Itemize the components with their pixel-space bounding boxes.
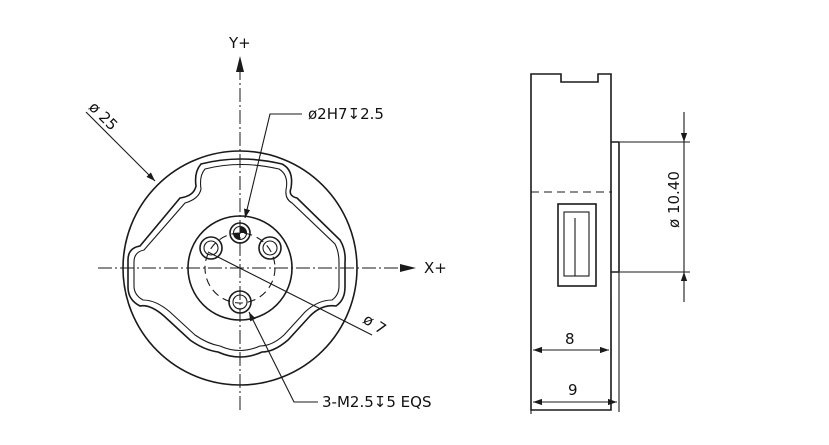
threaded-hole-bottom	[228, 290, 252, 314]
outer-diameter-leader	[85, 111, 156, 182]
pin-hole-label: ø2H7↧2.5	[308, 105, 384, 123]
pin-hole-leader	[244, 113, 302, 219]
boss-diameter-label: ø 10.40	[665, 171, 683, 228]
side-slot-outer	[557, 203, 597, 287]
side-boss-outline	[611, 141, 620, 273]
outer-diameter-label: ø 25	[85, 98, 121, 134]
thread-leader	[248, 311, 318, 403]
pitch-circle-label: ø 7	[360, 310, 390, 338]
side-body-outline	[530, 73, 612, 411]
outer-circle	[122, 150, 358, 386]
threaded-hole-left	[199, 236, 223, 260]
pitch-circle-leader	[207, 251, 373, 336]
y-axis-label: Y+	[228, 34, 251, 52]
front-view: Y+ X+ ø 25	[85, 34, 447, 411]
x-axis-label: X+	[424, 259, 447, 277]
thread-label: 3-M2.5↧5 EQS	[322, 393, 431, 411]
width-outer-label: 9	[568, 381, 578, 399]
pin-hole	[229, 222, 251, 244]
side-slot-inner	[563, 211, 590, 277]
x-axis-arrow-icon	[400, 264, 416, 272]
lobed-body-outline	[127, 158, 346, 358]
threaded-hole-right	[258, 236, 282, 260]
hub-circle	[187, 215, 293, 321]
side-view: ø 10.40 8 9	[530, 73, 690, 414]
y-axis-arrow-icon	[236, 56, 244, 72]
pitch-circle	[204, 232, 276, 304]
lobed-body-inner-outline	[133, 164, 340, 352]
width-inner-label: 8	[565, 330, 575, 348]
